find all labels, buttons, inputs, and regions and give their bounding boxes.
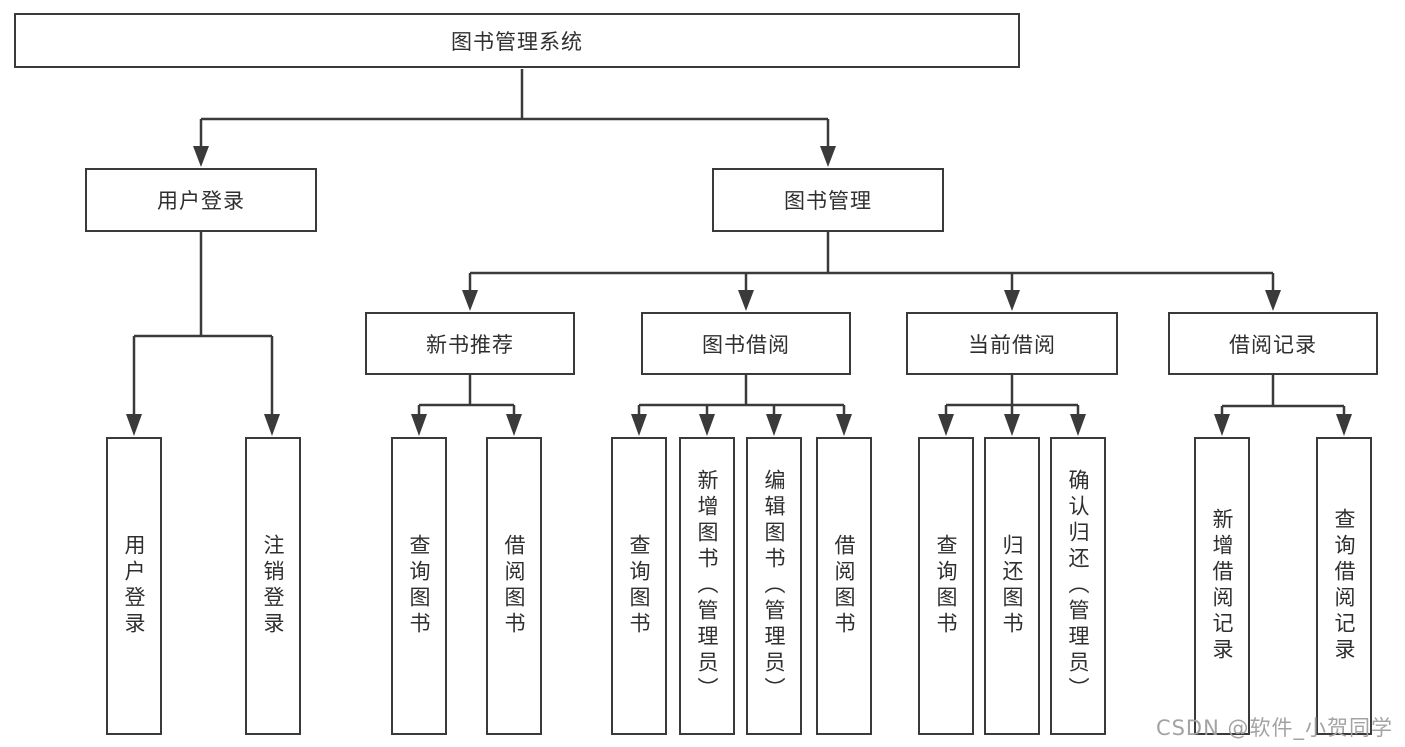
node-label: 借阅记录 xyxy=(1229,332,1317,357)
leaf-borrow-books-1: 借阅图书 xyxy=(486,437,542,735)
node-label: 查询图书 xyxy=(934,534,958,638)
node-label: 用户登录 xyxy=(157,189,245,213)
connector-lines xyxy=(132,69,1346,417)
node-root-system: 图书管理系统 xyxy=(14,13,1020,68)
leaf-edit-books-admin: 编辑图书（管理员） xyxy=(746,437,802,735)
node-new-book-recommend: 新书推荐 xyxy=(365,312,575,375)
node-label: 查询借阅记录 xyxy=(1332,508,1356,664)
node-label: 图书借阅 xyxy=(702,332,790,357)
leaf-query-books-3: 查询图书 xyxy=(918,437,974,735)
leaf-query-borrow-record: 查询借阅记录 xyxy=(1316,437,1372,735)
leaf-confirm-return-admin: 确认归还（管理员） xyxy=(1050,437,1106,735)
node-user-login-module: 用户登录 xyxy=(85,168,317,232)
node-borrowing-records: 借阅记录 xyxy=(1168,312,1378,375)
node-label: 新增图书（管理员） xyxy=(695,469,719,703)
arrowheads xyxy=(126,146,1352,436)
node-label: 编辑图书（管理员） xyxy=(762,469,786,703)
node-label: 图书管理系统 xyxy=(451,29,583,54)
node-current-borrowing: 当前借阅 xyxy=(906,312,1118,375)
node-label: 图书管理 xyxy=(784,189,872,213)
leaf-logout: 注销登录 xyxy=(245,437,301,735)
node-label: 新增借阅记录 xyxy=(1210,508,1234,664)
leaf-return-books: 归还图书 xyxy=(984,437,1040,735)
leaf-query-books-1: 查询图书 xyxy=(391,437,447,735)
node-book-management-module: 图书管理 xyxy=(712,168,944,232)
node-label: 查询图书 xyxy=(627,534,651,638)
node-label: 用户登录 xyxy=(122,534,146,638)
leaf-borrow-books-2: 借阅图书 xyxy=(816,437,872,735)
node-label: 归还图书 xyxy=(1000,534,1024,638)
leaf-add-books-admin: 新增图书（管理员） xyxy=(679,437,735,735)
node-label: 新书推荐 xyxy=(426,332,514,357)
node-book-borrowing: 图书借阅 xyxy=(641,312,851,375)
node-label: 借阅图书 xyxy=(832,534,856,638)
node-label: 当前借阅 xyxy=(968,332,1056,357)
csdn-watermark: CSDN @软件_小贺同学 xyxy=(1155,716,1393,740)
node-label: 确认归还（管理员） xyxy=(1066,469,1090,703)
leaf-user-login: 用户登录 xyxy=(106,437,162,735)
node-label: 注销登录 xyxy=(261,534,285,638)
node-label: 查询图书 xyxy=(407,534,431,638)
node-label: 借阅图书 xyxy=(502,534,526,638)
leaf-add-borrow-record: 新增借阅记录 xyxy=(1194,437,1250,735)
leaf-query-books-2: 查询图书 xyxy=(611,437,667,735)
